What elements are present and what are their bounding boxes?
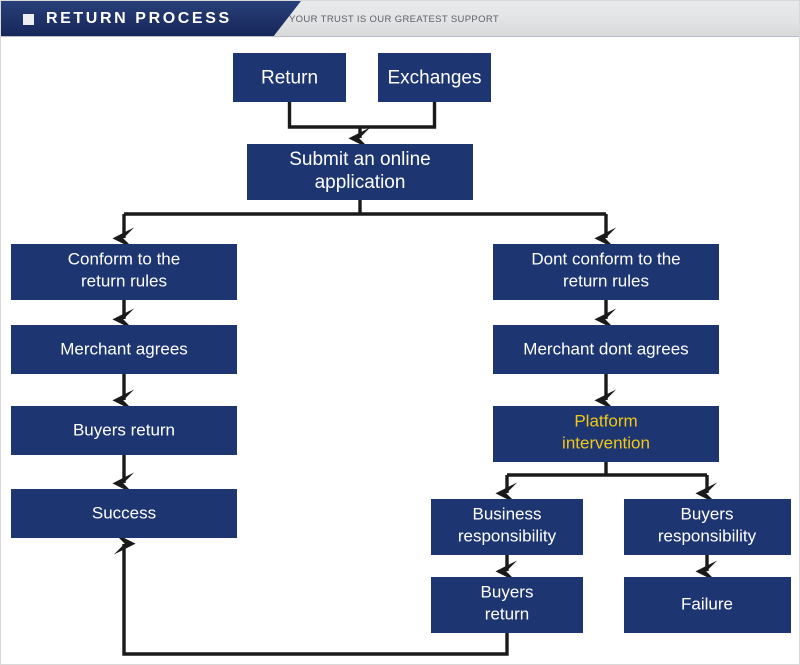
node-conform-label-line2: return rules [81,271,167,290]
node-business-responsibility-label-line2: responsibility [458,526,557,545]
node-return[interactable]: Return [233,53,346,102]
node-dont-conform-to-return-rules[interactable]: Dont conform to the return rules [493,244,719,300]
node-return-label: Return [261,68,318,89]
page-title: RETURN PROCESS [46,10,232,27]
node-merchant-agrees[interactable]: Merchant agrees [11,325,237,374]
node-conform-to-return-rules[interactable]: Conform to the return rules [11,244,237,300]
node-dont-conform-label-line1: Dont conform to the [531,249,680,268]
node-submit-application-label-line1: Submit an online [289,149,431,170]
edge-buyers-return-feedback-to-success [113,532,509,656]
node-platform-intervention-label-line1: Platform [574,411,637,430]
node-buyers-return-right-label-line2: return [485,604,529,623]
node-merchant-dont-agrees-label: Merchant dont agrees [523,339,688,358]
node-success[interactable]: Success [11,489,237,538]
node-buyers-responsibility-label-line2: responsibility [658,526,757,545]
flowchart-edges [112,102,718,656]
node-buyers-responsibility-label-line1: Buyers [681,504,734,523]
node-buyers-return-left[interactable]: Buyers return [11,406,237,455]
node-business-responsibility[interactable]: Business responsibility [431,499,583,555]
node-conform-label-line1: Conform to the [68,249,180,268]
node-buyers-responsibility[interactable]: Buyers responsibility [624,499,791,555]
node-buyers-return-right[interactable]: Buyers return [431,577,583,633]
square-bullet-icon [23,14,34,25]
edge-return-to-submit [287,102,437,129]
node-business-responsibility-label-line1: Business [473,504,542,523]
node-platform-intervention[interactable]: Platform intervention [493,406,719,462]
node-buyers-return-right-label-line1: Buyers [481,582,534,601]
node-dont-conform-label-line2: return rules [563,271,649,290]
flowchart-nodes: Return Exchanges Submit an online applic… [11,53,791,633]
node-failure-label: Failure [681,594,733,613]
node-submit-application[interactable]: Submit an online application [247,144,473,200]
header-subtitle: YOUR TRUST IS OUR GREATEST SUPPORT [289,14,500,25]
node-exchanges-label: Exchanges [387,68,481,89]
node-exchanges[interactable]: Exchanges [378,53,491,102]
node-buyers-return-left-label: Buyers return [73,420,175,439]
flowchart: Return Exchanges Submit an online applic… [11,53,791,656]
node-merchant-agrees-label: Merchant agrees [60,339,188,358]
header-divider [1,36,799,37]
node-success-label: Success [92,503,156,522]
node-platform-intervention-label-line2: intervention [562,433,650,452]
header-blue-banner [1,1,301,37]
node-merchant-dont-agrees[interactable]: Merchant dont agrees [493,325,719,374]
header-bar: RETURN PROCESS YOUR TRUST IS OUR GREATES… [1,1,799,37]
node-failure[interactable]: Failure [624,577,791,633]
node-submit-application-label-line2: application [315,172,406,193]
